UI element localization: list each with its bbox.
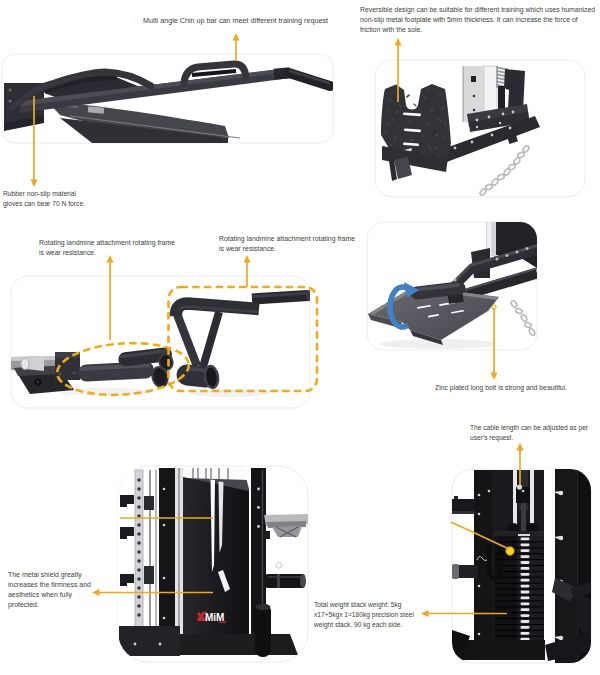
svg-text:MiM: MiM <box>205 612 224 623</box>
